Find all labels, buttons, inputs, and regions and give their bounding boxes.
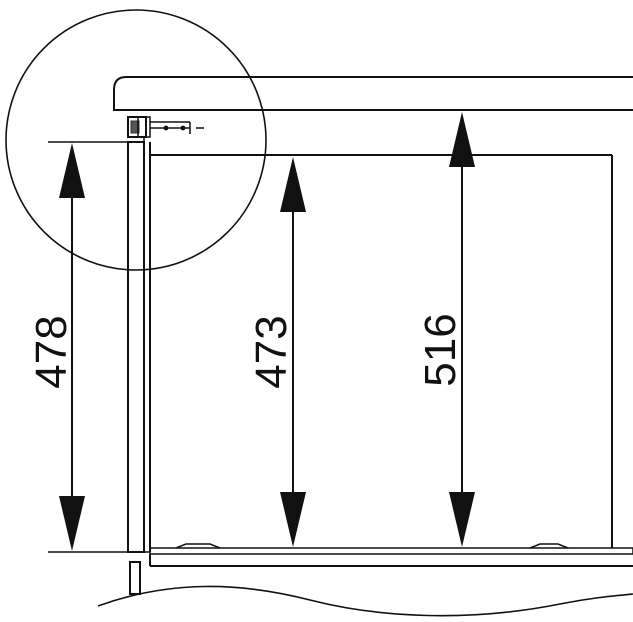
dimension-label-478: 478 xyxy=(27,315,76,388)
hinge-detail xyxy=(127,116,204,142)
door-panel xyxy=(127,141,145,553)
dimension-label-473: 473 xyxy=(247,315,296,388)
arrowhead-473-bottom xyxy=(280,492,306,547)
dimension-label-516: 516 xyxy=(416,313,465,386)
shelf-runners xyxy=(175,543,569,549)
arrowhead-478-bottom xyxy=(59,496,85,551)
plinth-block xyxy=(129,561,141,595)
base-shelf xyxy=(149,547,633,555)
arrowhead-516-top xyxy=(449,112,475,167)
detail-callout-circle xyxy=(5,9,267,271)
worktop-panel xyxy=(113,76,633,111)
arrowhead-516-bottom xyxy=(449,492,475,547)
break-line xyxy=(97,585,633,617)
arrowhead-478-top xyxy=(59,143,85,198)
arrowhead-473-top xyxy=(280,157,306,212)
